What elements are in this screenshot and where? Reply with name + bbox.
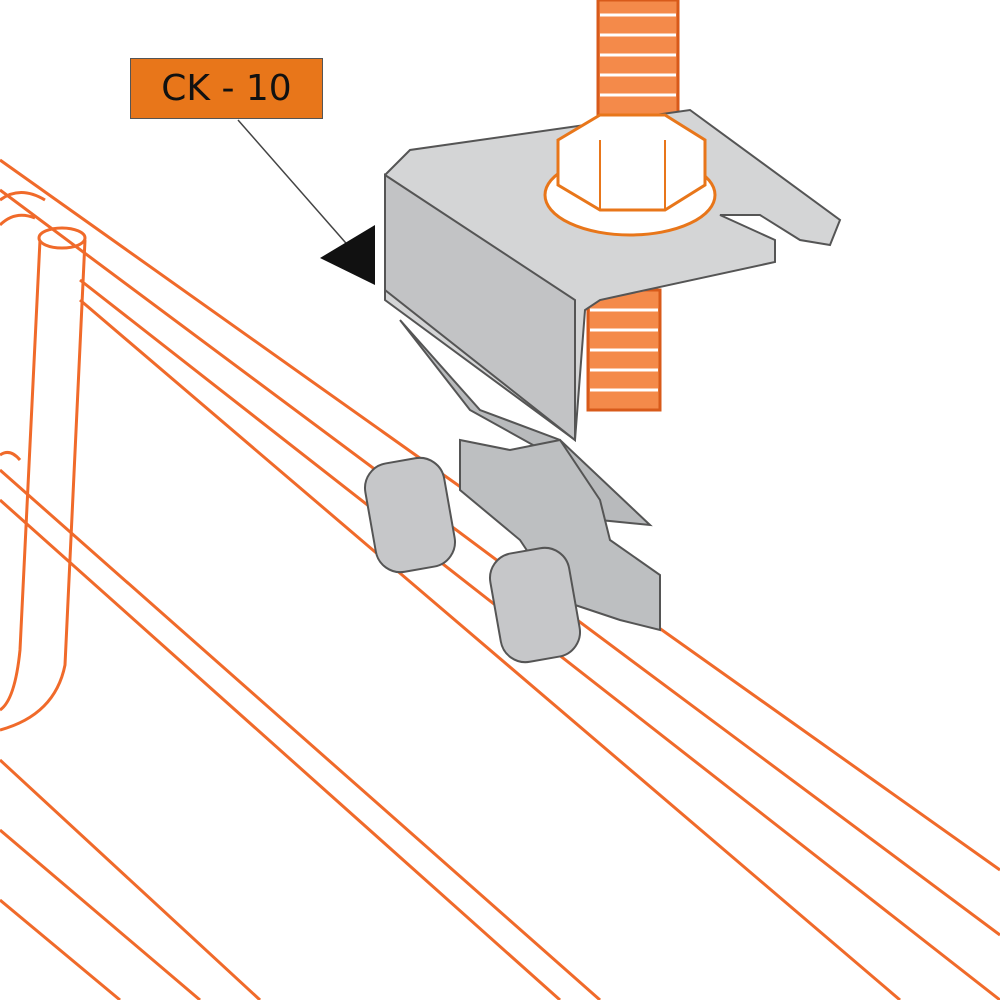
rail-line <box>0 758 262 1000</box>
arrow-head-icon <box>320 225 375 285</box>
hex-nut <box>543 113 717 237</box>
rail-line <box>0 468 601 1000</box>
rail-line <box>0 898 121 1000</box>
rail-line <box>0 828 201 1000</box>
post <box>0 239 42 712</box>
rail-line <box>0 498 561 1000</box>
bracket <box>364 108 842 664</box>
product-label: CK - 10 <box>130 58 323 119</box>
wire-rails <box>0 158 1000 1000</box>
product-label-text: CK - 10 <box>161 68 292 109</box>
callout-leader <box>237 119 375 285</box>
rail-line <box>79 298 901 1000</box>
